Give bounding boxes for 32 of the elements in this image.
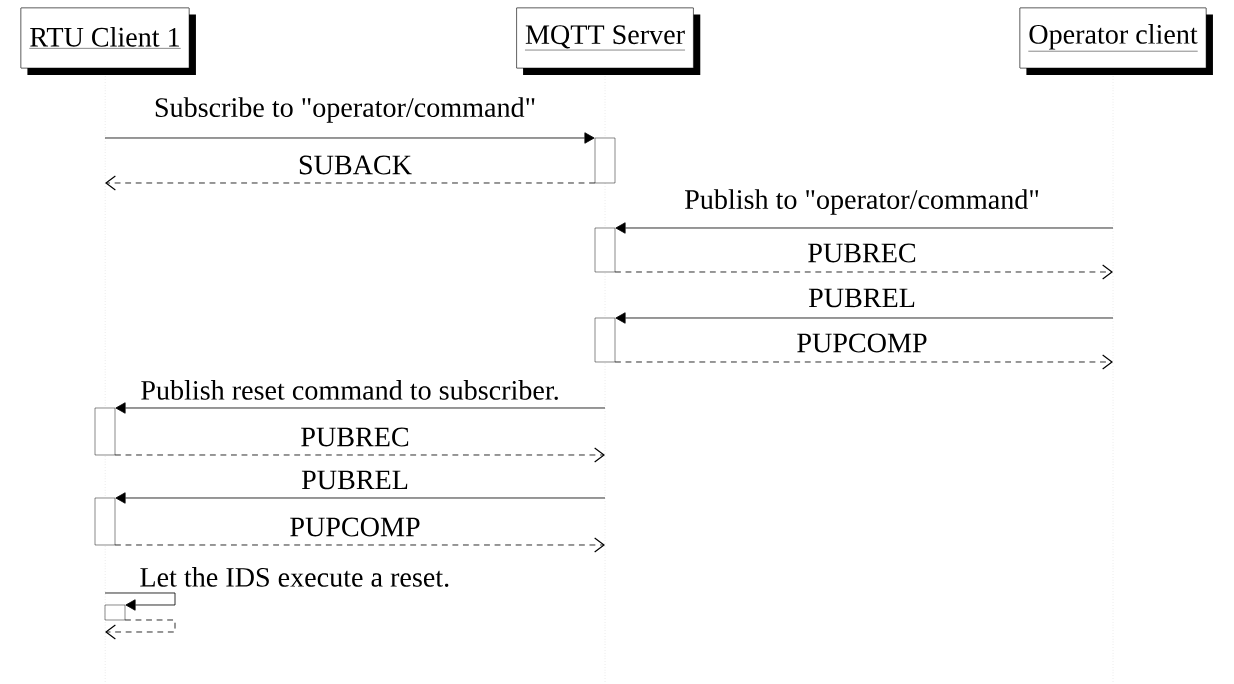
message-arrow — [115, 492, 606, 504]
message-label: PUBREC — [808, 243, 916, 263]
message-arrow — [114, 447, 605, 463]
message-label: Publish to "operator/command" — [685, 189, 1039, 215]
message-arrow — [104, 132, 595, 144]
activation-bar — [94, 497, 116, 546]
message-arrow — [105, 175, 596, 191]
participant-box: RTU Client 1 — [20, 7, 196, 75]
message-label: PUBREC — [301, 427, 409, 447]
message-arrow — [104, 592, 176, 611]
message-label: SUBACK — [299, 155, 412, 175]
message-label: PUPCOMP — [797, 333, 927, 353]
activation-bar — [594, 137, 616, 184]
message-arrow — [114, 537, 605, 553]
message-arrow — [105, 619, 176, 640]
activation-bar — [594, 227, 616, 273]
message-label: PUPCOMP — [290, 517, 420, 537]
activation-bar — [594, 317, 616, 363]
message-label: PUBREL — [808, 288, 915, 308]
message-arrow — [615, 312, 1114, 324]
message-label: Publish reset command to subscriber. — [141, 380, 558, 400]
message-label: Let the IDS execute a reset. — [140, 567, 449, 587]
message-arrow — [115, 402, 606, 414]
message-arrow — [614, 354, 1113, 370]
message-arrow — [615, 222, 1114, 234]
activation-bar — [94, 407, 116, 456]
participant-box: MQTT Server — [516, 7, 701, 75]
message-label: PUBREL — [301, 470, 408, 490]
activation-bar — [104, 604, 126, 621]
participant-box: Operator client — [1019, 7, 1213, 75]
message-arrow — [614, 264, 1113, 280]
message-label: Subscribe to "operator/command" — [155, 97, 535, 123]
